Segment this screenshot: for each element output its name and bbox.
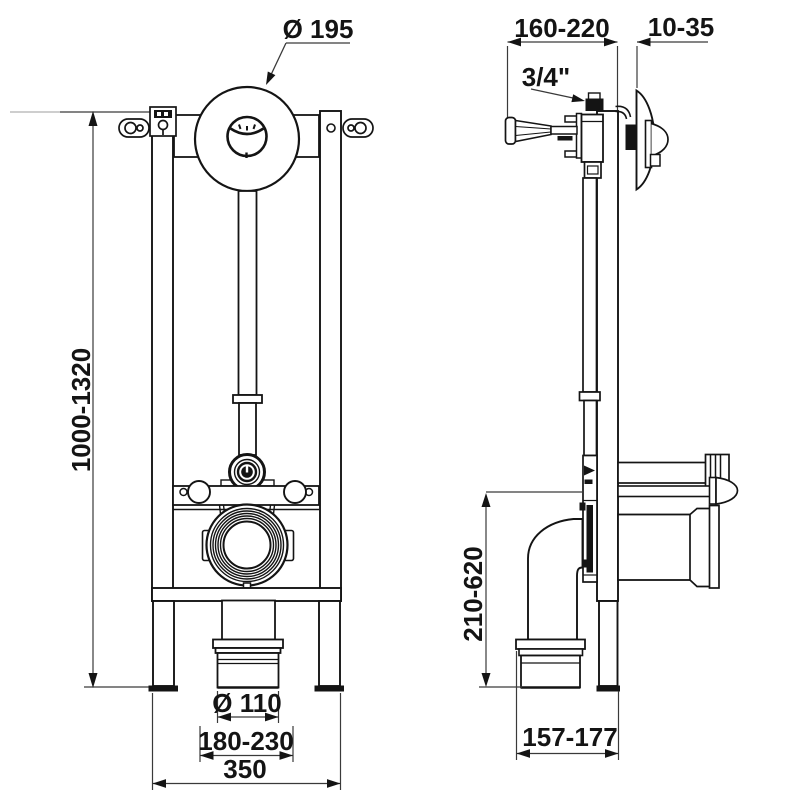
flush-plate [193, 85, 301, 193]
leader-plate-diameter [266, 42, 350, 85]
stop-valve-handle [504, 116, 517, 145]
flush-valve-assembly [504, 92, 604, 163]
rail-clamp-bracket [149, 106, 177, 137]
frame-rail-right [319, 110, 342, 602]
dim-frame-width [151, 693, 342, 790]
wall-plate-assembly [615, 88, 669, 192]
bottom-crossbar [151, 587, 342, 602]
flush-pipe-front [232, 190, 263, 456]
dim-label-outlet-diameter: Ø 110 [212, 688, 281, 718]
side-view: 160-220 10-35 [458, 12, 739, 760]
pan-inlet-pipe [617, 453, 730, 492]
leader-arrow-icon [266, 71, 276, 85]
dim-label-frame-width: 350 [223, 754, 266, 784]
foot-pad-side [596, 685, 620, 692]
push-button-side [651, 122, 669, 157]
flush-button-icon [226, 115, 268, 158]
outlet-socket-ring [201, 503, 295, 589]
front-view: 1000-1320 [10, 14, 374, 790]
rail-hole [326, 123, 336, 133]
dim-label-installation-depth: 160-220 [514, 13, 609, 43]
pan-connection-stack [579, 454, 598, 583]
frame-rail-left [151, 110, 174, 602]
dim-label-frame-height: 1000-1320 [66, 348, 96, 472]
outlet-elbow [515, 518, 586, 689]
arrow-up-icon [88, 111, 98, 126]
inlet-connector [585, 98, 604, 111]
dim-label-plate-offset: 10-35 [648, 12, 715, 42]
leader-arrow-icon [571, 94, 585, 103]
leader-inlet-size [530, 88, 585, 103]
dim-label-inlet-size: 3/4" [522, 62, 570, 92]
water-inlet-fitting [220, 453, 275, 491]
foot-pad-right [314, 685, 344, 692]
fixing-knob-right [283, 480, 307, 504]
fixing-crossbar [172, 480, 320, 533]
pan-outlet-connector [617, 504, 720, 589]
dim-label-outlet-height: 210-620 [458, 546, 488, 641]
dim-bolt-spacing [199, 726, 294, 762]
foot-pad-left [148, 685, 178, 692]
wall-fixing-tab-left [118, 118, 150, 138]
clamp-screw-icon [157, 119, 169, 131]
dim-installation-depth [506, 37, 708, 118]
outlet-pipe-front [212, 599, 284, 689]
frame-rail-side [596, 110, 619, 602]
dim-label-bolt-spacing: 180-230 [198, 726, 293, 756]
dim-outlet-diameter [216, 691, 280, 723]
pan-fixing-stud [617, 476, 739, 505]
dim-floor-depth [515, 651, 620, 760]
dim-label-plate-diameter: Ø 195 [283, 14, 354, 44]
dim-frame-height [10, 111, 162, 688]
fixing-knob-left [187, 480, 211, 504]
frame-foot-side [598, 600, 619, 687]
arrow-down-icon [88, 673, 98, 688]
frame-feet [148, 600, 344, 692]
dim-label-floor-depth: 157-177 [522, 722, 617, 752]
wall-fixing-tab-right [342, 118, 374, 138]
plate-spacer [625, 124, 638, 150]
dim-outlet-height [479, 491, 584, 688]
